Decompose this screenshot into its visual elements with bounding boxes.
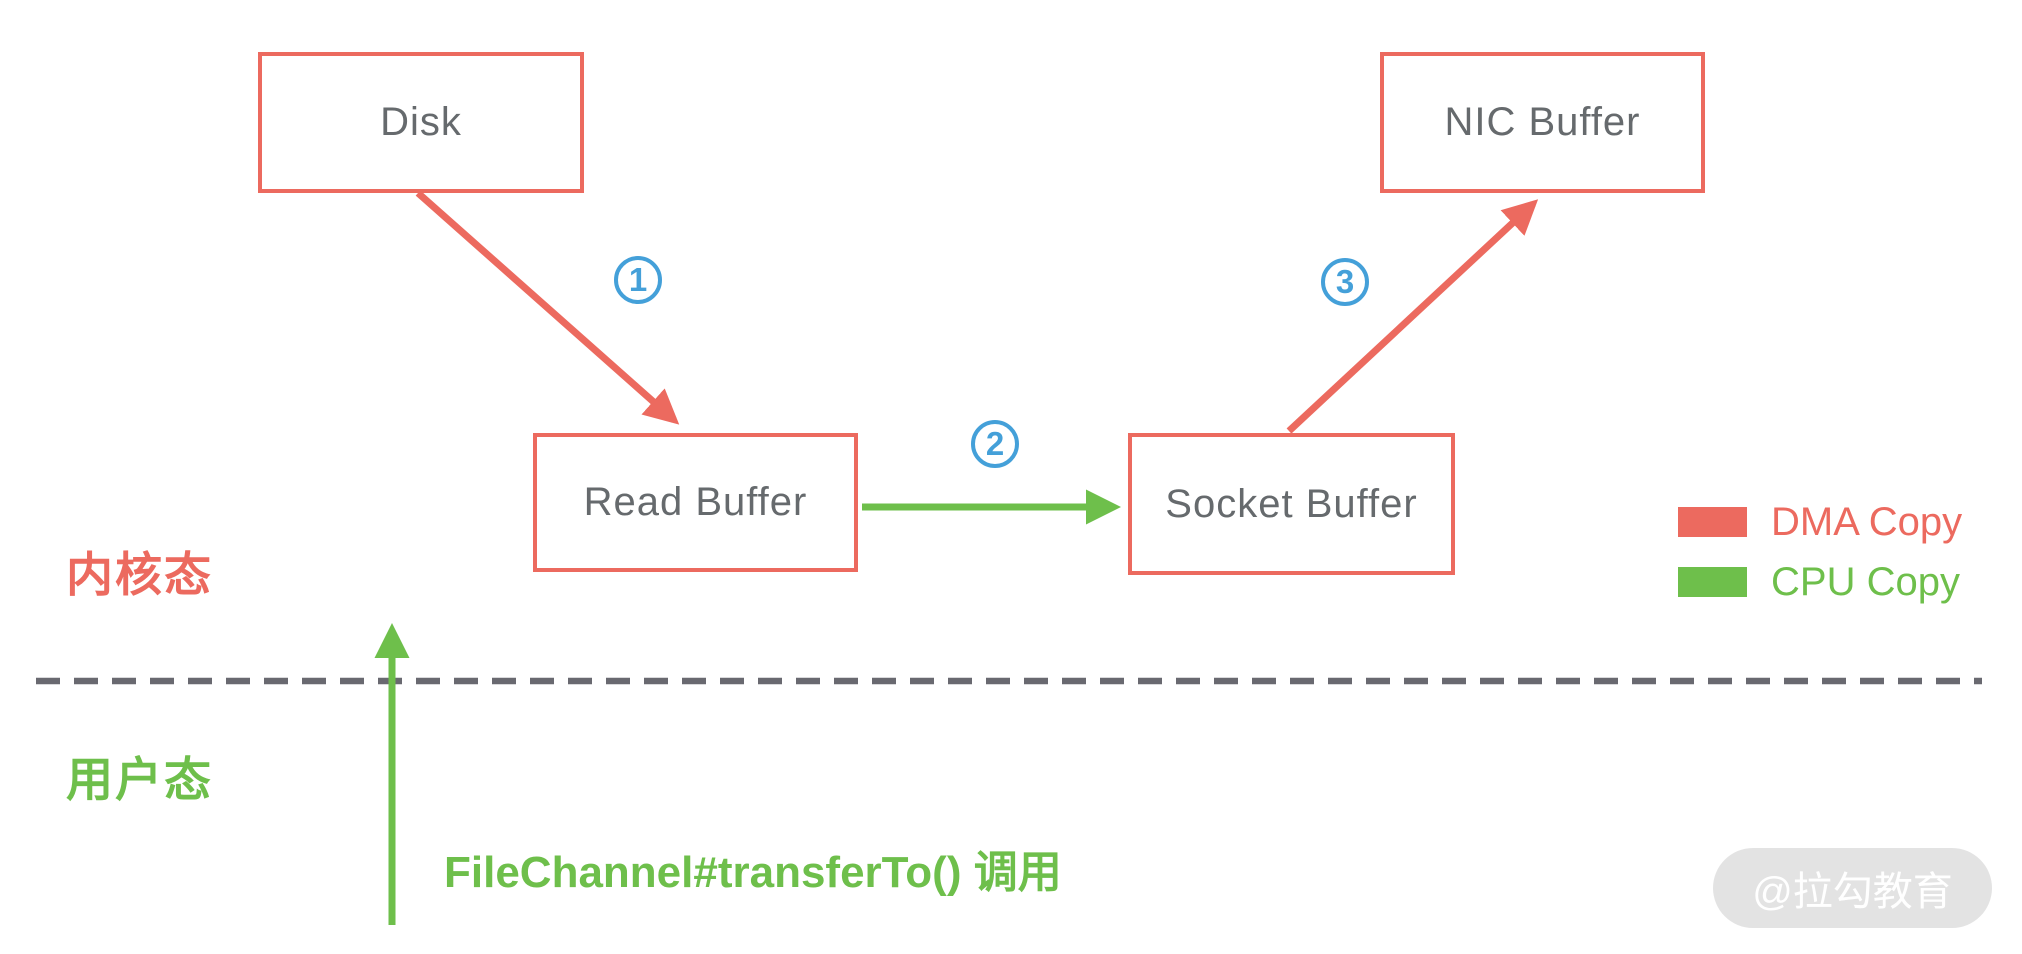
cpu-copy-label: CPU Copy xyxy=(1771,559,1960,604)
node-socket-buffer-label: Socket Buffer xyxy=(1165,481,1418,526)
node-read-buffer-label: Read Buffer xyxy=(583,480,808,524)
watermark-badge: @拉勾教育 xyxy=(1713,848,1992,928)
node-disk: Disk xyxy=(258,52,584,193)
user-mode-label: 用户态 xyxy=(66,753,213,806)
dma-copy-swatch-icon xyxy=(1678,507,1747,537)
step-badge-1-number: 1 xyxy=(628,261,648,298)
node-nic-buffer: NIC Buffer xyxy=(1380,52,1705,193)
dma-copy-label: DMA Copy xyxy=(1771,499,1963,544)
transferto-call-label: FileChannel#transferTo() 调用 xyxy=(444,848,1062,897)
dma-arrow-socket-buffer-to-nic-buffer xyxy=(1286,199,1539,434)
step-badge-1: 1 xyxy=(614,256,662,304)
step-badge-3: 3 xyxy=(1321,258,1369,306)
legend-row-dma-copy: DMA Copy xyxy=(1678,500,1962,544)
kernel-mode-label: 内核态 xyxy=(66,548,213,601)
node-socket-buffer: Socket Buffer xyxy=(1128,433,1455,575)
node-read-buffer: Read Buffer xyxy=(533,433,858,572)
legend: DMA Copy CPU Copy xyxy=(1678,500,1962,604)
node-nic-buffer-label: NIC Buffer xyxy=(1444,100,1641,144)
cpu-copy-swatch-icon xyxy=(1678,567,1747,597)
watermark-text: @拉勾教育 xyxy=(1752,870,1953,914)
step-badge-2: 2 xyxy=(971,420,1019,468)
legend-row-cpu-copy: CPU Copy xyxy=(1678,560,1962,604)
dma-arrow-disk-to-read-buffer xyxy=(415,190,680,425)
step-badge-3-number: 3 xyxy=(1335,263,1355,300)
step-badge-2-number: 2 xyxy=(985,425,1005,462)
node-disk-label: Disk xyxy=(380,100,462,144)
